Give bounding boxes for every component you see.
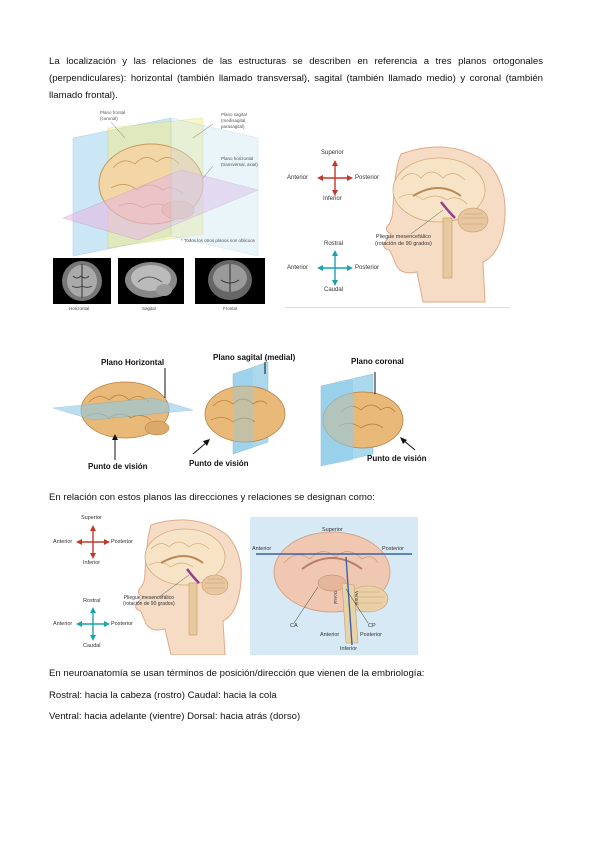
head-illustration — [317, 146, 506, 303]
red-direction-cross-2 — [76, 525, 110, 559]
intro-paragraph: La localización y las relaciones de las … — [49, 56, 543, 101]
head-directions-figure: Superior Inferior Anterior Posterior Ros… — [283, 140, 510, 305]
fig2-posterior-bottom: Posterior — [355, 265, 380, 271]
label-plano-horizontal: Plano horizontal(transversal, axial) — [221, 156, 258, 167]
fig5-inferior: Inferior — [340, 646, 358, 652]
fig2-inferior: Inferior — [323, 196, 342, 202]
label-plano-horizontal-bold: Plano Horizontal — [101, 358, 165, 367]
planes-figure: Plano frontal(coronal) Plano sagital(med… — [53, 108, 273, 313]
label-oblique-note: * Todos los otros planos son oblicuos — [181, 238, 255, 243]
rostral-caudal-line: Rostral: hacia la cabeza (rostro) Caudal… — [49, 690, 277, 701]
fig2-superior: Superior — [321, 150, 344, 156]
fig2-fold-label: Pliegue mesencefálico(rotación de 90 gra… — [375, 234, 432, 247]
label-plano-sagital: Plano sagital(medisagital,parasagital) — [221, 112, 247, 129]
three-brains-illustration — [52, 361, 416, 467]
fig2-anterior-bottom: Anterior — [287, 265, 309, 271]
mri-label-frontal: Frontal — [223, 306, 238, 311]
head-illustration-2 — [76, 519, 242, 656]
fig4-inferior: Inferior — [83, 560, 101, 566]
figure-divider — [285, 307, 510, 308]
label-punto-vision-3: Punto de visión — [367, 454, 427, 463]
fig5-ventral: Ventral — [354, 591, 359, 606]
mri-sagital — [118, 258, 184, 304]
teal-direction-cross — [317, 250, 353, 286]
fig4-anterior-top: Anterior — [53, 539, 73, 545]
mri-label-sagital: Sagital — [142, 306, 156, 311]
fig5-superior: Superior — [322, 527, 343, 533]
teal-direction-cross-2 — [76, 607, 110, 641]
fig5-posterior-bottom: Posterior — [360, 632, 383, 638]
ventral-dorsal-line: Ventral: hacia adelante (vientre) Dorsal… — [49, 711, 301, 722]
label-plano-frontal: Plano frontal(coronal) — [100, 110, 126, 121]
fig4-rostral: Rostral — [83, 598, 101, 604]
fig4-posterior-bottom: Posterior — [111, 621, 134, 627]
fig4-caudal: Caudal — [83, 643, 101, 649]
fig5-dorsal: Dorsal — [333, 591, 338, 605]
fig5-ca: CA — [290, 623, 298, 629]
brain-axis-illustration — [256, 531, 412, 646]
fig5-posterior: Posterior — [382, 546, 405, 552]
fig2-rostral: Rostral — [324, 241, 344, 247]
planes-illustration — [62, 117, 259, 257]
brain-axis-figure: Superior Anterior Posterior CA CP Anteri… — [250, 517, 418, 655]
label-plano-coronal-bold: Plano coronal — [351, 357, 404, 366]
fig4-fold-label: Pliegue mesencefálico(rotación de 90 gra… — [123, 595, 175, 607]
embryo-sentence: En neuroanatomía se usan términos de pos… — [49, 668, 425, 679]
fig2-caudal: Caudal — [324, 287, 344, 293]
three-planes-figure: Plano Horizontal Plano sagital (medial) … — [52, 350, 463, 475]
red-direction-cross — [317, 160, 353, 196]
fig4-posterior-top: Posterior — [111, 539, 134, 545]
fig4-anterior-bottom: Anterior — [53, 621, 73, 627]
fig5-anterior: Anterior — [252, 546, 272, 552]
head-directions-figure-2: Superior Inferior Anterior Posterior Ros… — [53, 515, 248, 656]
label-plano-sagital-bold: Plano sagital (medial) — [213, 353, 296, 362]
fig5-anterior-bottom: Anterior — [320, 632, 340, 638]
mri-label-horizontal: Horizontal — [69, 306, 90, 311]
fig5-cp: CP — [368, 623, 376, 629]
relations-sentence: En relación con estos planos las direcci… — [49, 492, 375, 503]
fig4-superior: Superior — [81, 515, 102, 521]
label-punto-vision-1: Punto de visión — [88, 462, 148, 471]
fig2-posterior-top: Posterior — [355, 175, 380, 181]
mri-frontal — [195, 258, 265, 304]
fig2-anterior-top: Anterior — [287, 175, 309, 181]
label-punto-vision-2: Punto de visión — [189, 459, 249, 468]
mri-horizontal — [53, 258, 111, 304]
